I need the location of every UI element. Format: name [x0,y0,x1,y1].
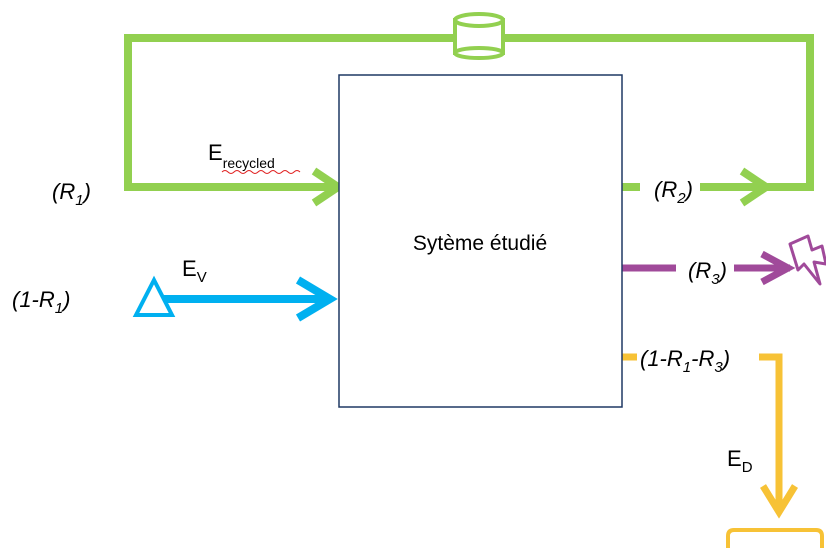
label-r3: (R3) [688,258,727,288]
label-e-d: ED [727,446,753,476]
storage-cylinder-icon [453,12,505,60]
label-e-v: EV [182,256,207,286]
system-label: Sytème étudié [413,232,547,255]
recycle-loop [124,12,814,207]
energy-recovery-arrowhead [760,250,796,286]
label-one-minus-r1: (1-R1) [12,287,70,317]
label-e-recycled: Erecycled [208,140,275,171]
landfill-tray-icon [726,528,824,548]
label-r2: (R2) [654,177,693,207]
extraction-triangle-icon [132,275,176,317]
disposal-arrowhead [760,484,798,519]
system-box-rect [338,74,623,408]
lightning-icon [788,234,826,286]
spellcheck-underline [221,170,301,174]
disposal-flow [622,353,824,548]
recycle-arrowhead-right [739,167,774,207]
disposal-line [622,353,783,512]
virgin-input-flow [132,275,338,322]
virgin-input-arrowhead [295,276,338,322]
recycle-arrowhead-left [311,167,346,207]
label-one-minus-r1-r3: (1-R1-R3) [640,346,730,376]
system-box: Sytème étudié [338,74,623,408]
label-r1: (R1) [52,179,91,209]
